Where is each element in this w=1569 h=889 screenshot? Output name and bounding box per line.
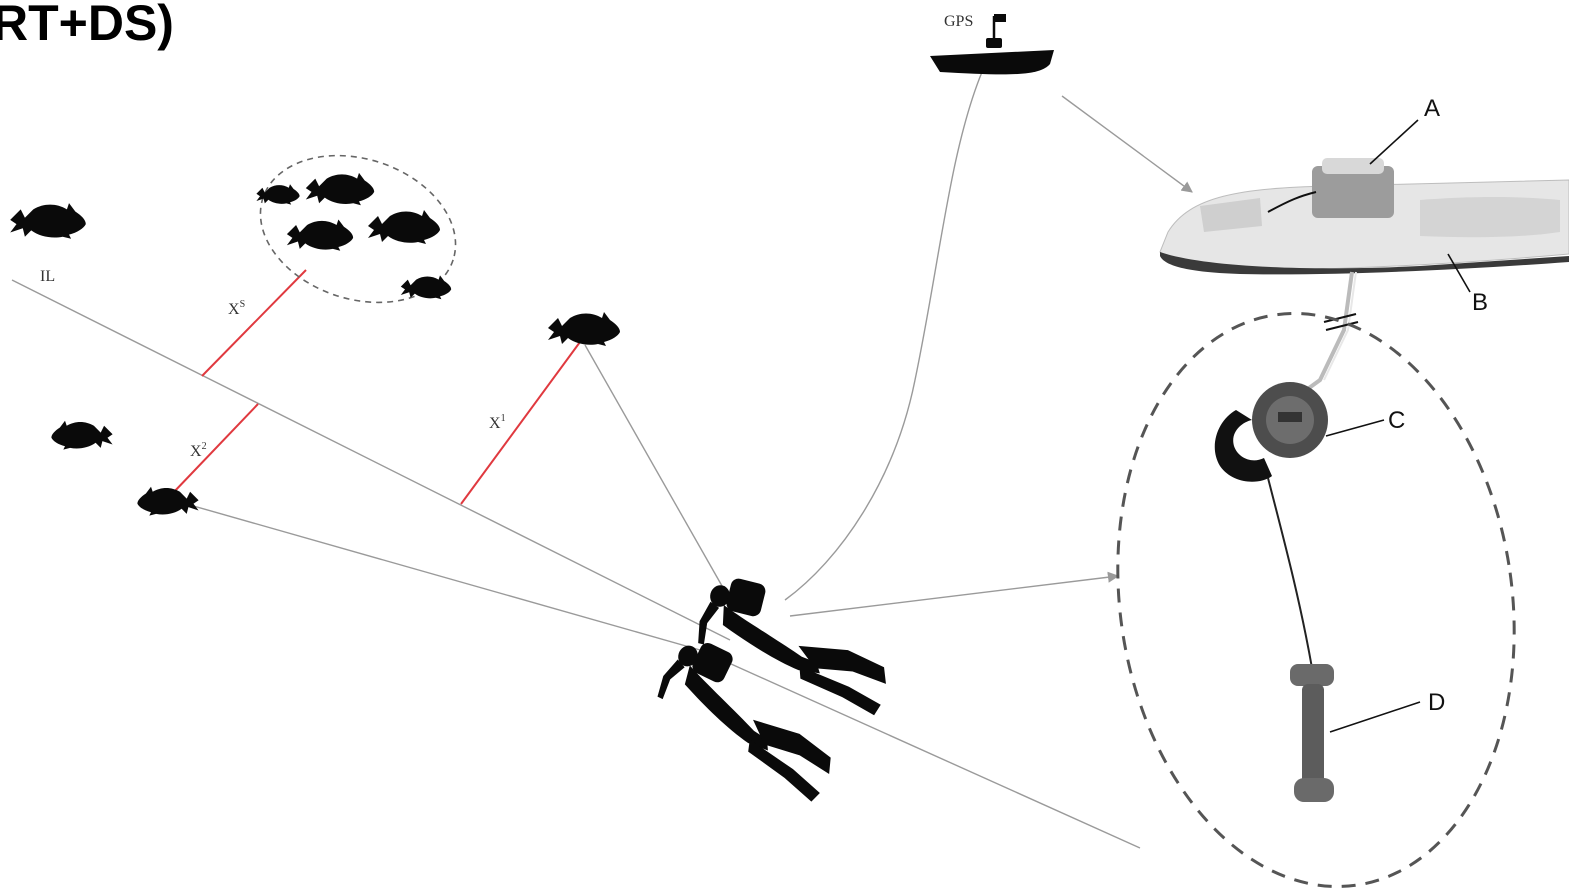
fish-icon: [368, 210, 440, 244]
reel-line: [1268, 478, 1312, 668]
arrow-to-reel: [790, 576, 1118, 616]
label-a: A: [1424, 95, 1440, 122]
arrow-to-float: [1062, 96, 1192, 192]
il-label: IL: [40, 268, 55, 285]
x2-label: X2: [190, 441, 207, 460]
gps-label: GPS: [944, 13, 973, 30]
sight-line-x1: [585, 345, 730, 600]
fish-group: [10, 173, 620, 516]
boat-icon: [930, 50, 1054, 74]
weight-icon: [1302, 684, 1324, 784]
float-board: A B: [1160, 95, 1569, 316]
distance-line-x1: [461, 342, 580, 504]
il-transect-line: [12, 280, 730, 640]
leader-a: [1370, 120, 1418, 164]
title-text: RT+DS): [0, 0, 174, 51]
leader-c: [1326, 420, 1384, 436]
reel: C: [1215, 382, 1406, 482]
label-b: B: [1472, 289, 1488, 316]
x1-label: X1: [489, 413, 506, 432]
distance-line-xs: [202, 270, 306, 376]
fish-icon: [306, 173, 374, 205]
diver-icon: [688, 572, 902, 716]
label-c: C: [1388, 407, 1405, 434]
fish-icon: [548, 312, 620, 346]
guide-lines: [12, 72, 1192, 848]
sight-line-x2: [190, 505, 700, 650]
xs-label: XS: [228, 299, 245, 318]
distance-line-x2: [172, 404, 258, 494]
fish-icon: [10, 203, 86, 239]
fish-icon: [287, 219, 353, 250]
weight: D: [1290, 664, 1445, 802]
flag-icon: [994, 14, 1006, 22]
fish-icon: [256, 184, 299, 204]
fish-icon: [51, 421, 112, 450]
boat-tether-line: [785, 72, 982, 600]
fish-icon: [137, 487, 198, 516]
boat: GPS: [930, 13, 1054, 74]
leader-d: [1330, 702, 1420, 732]
float-line: [1298, 272, 1358, 396]
label-d: D: [1428, 689, 1445, 716]
fish-icon: [401, 275, 451, 299]
